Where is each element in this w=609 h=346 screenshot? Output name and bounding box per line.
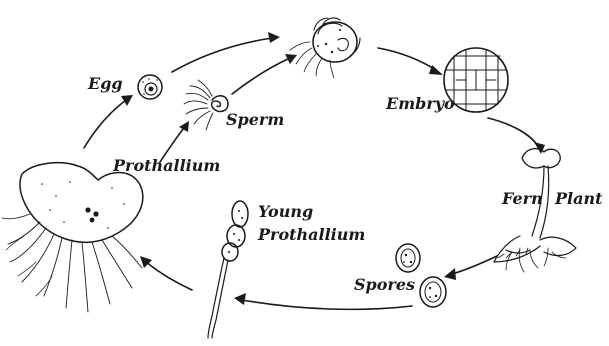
arrow-egg-to-fertilized xyxy=(172,32,280,72)
arrow-sperm-to-fertilized xyxy=(232,54,297,94)
embryo-label: Embryo xyxy=(386,96,455,112)
sperm-cell-illustration xyxy=(184,80,228,130)
fern-plant-illustration xyxy=(494,149,576,272)
prothallium-illustration xyxy=(2,163,143,312)
fern-plant-label-fern: Fern xyxy=(502,191,543,207)
young-prothallium-illustration xyxy=(208,201,248,338)
egg-cell-illustration xyxy=(138,75,162,99)
arrow-fern-plant-to-spores xyxy=(444,256,497,280)
arrow-prothallium-to-egg xyxy=(84,95,133,148)
egg-label: Egg xyxy=(88,76,123,92)
spores-label: Spores xyxy=(354,277,415,293)
arrow-fertilized-to-embryo xyxy=(378,48,443,75)
young-prothallium-label-prothallium: Prothallium xyxy=(258,227,365,243)
prothallium-label: Prothallium xyxy=(113,158,220,174)
arrow-young-prothallium-to-prothallium xyxy=(140,256,192,290)
fern-plant-label-plant: Plant xyxy=(555,191,603,207)
arrow-spores-to-young-prothallium xyxy=(234,293,412,309)
sperm-label: Sperm xyxy=(226,112,284,128)
young-prothallium-label-young: Young xyxy=(258,204,313,220)
fertilization-illustration xyxy=(290,18,360,78)
